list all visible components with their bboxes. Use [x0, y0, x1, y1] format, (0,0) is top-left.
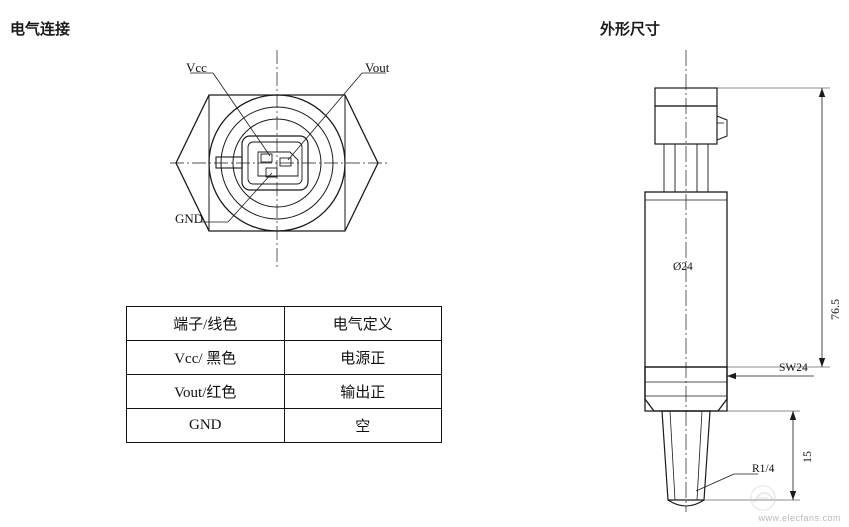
connector-face-drawing — [170, 50, 388, 268]
cell-terminal-gnd: GND — [126, 408, 285, 443]
page-title-electrical: 电气连接 — [10, 21, 71, 38]
watermark-text: www.elecfans.com — [758, 513, 841, 523]
pin-definition-table: 端子/线色 电气定义 Vcc/ 黑色 电源正 Vout/红色 输出正 GND 空 — [126, 306, 442, 443]
label-wrench-size: SW24 — [779, 362, 808, 374]
page-title-dimensions: 外形尺寸 — [600, 21, 661, 38]
label-thread-spec: R1/4 — [752, 463, 775, 475]
cell-definition-vout: 输出正 — [283, 374, 442, 409]
outline-dimension-drawing — [644, 50, 830, 512]
label-vout: Vout — [365, 60, 390, 75]
table-header-terminal: 端子/线色 — [126, 306, 285, 341]
cell-definition-vcc: 电源正 — [283, 340, 442, 375]
cell-terminal-vout: Vout/红色 — [126, 374, 285, 409]
label-thread-length: 15 — [800, 451, 814, 463]
label-gnd: GND — [175, 211, 204, 226]
cell-terminal-vcc: Vcc/ 黑色 — [126, 340, 285, 375]
label-height: 76.5 — [828, 299, 842, 320]
table-row: Vout/红色 输出正 — [126, 374, 442, 409]
label-vcc: Vcc — [186, 60, 207, 75]
table-row: Vcc/ 黑色 电源正 — [126, 340, 442, 375]
label-diameter: Ø24 — [673, 261, 693, 273]
table-header-row: 端子/线色 电气定义 — [126, 306, 442, 341]
cell-definition-gnd: 空 — [283, 408, 442, 443]
table-row: GND 空 — [126, 408, 442, 443]
table-header-definition: 电气定义 — [283, 306, 442, 341]
elecfans-logo — [750, 485, 776, 511]
